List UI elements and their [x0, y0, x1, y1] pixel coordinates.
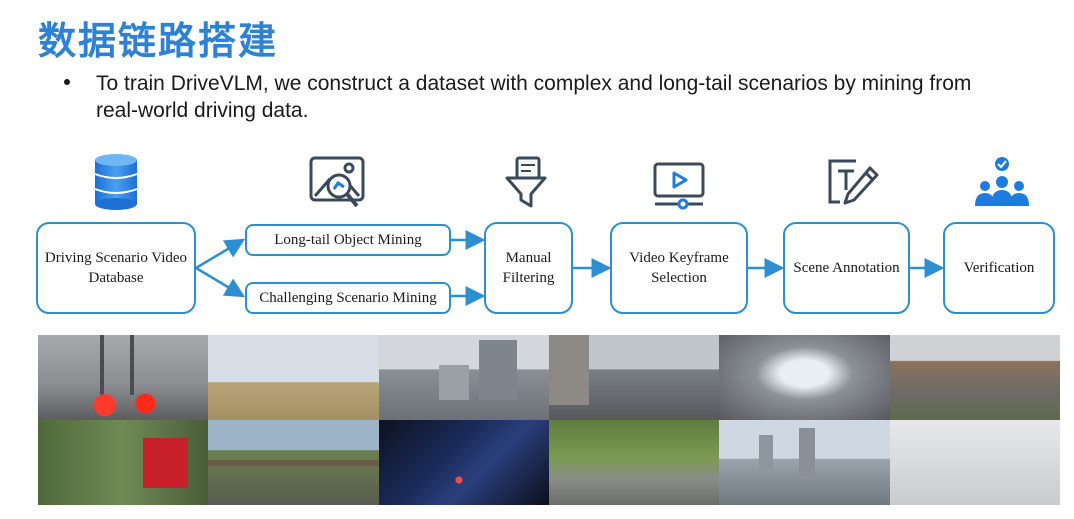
node-keyframe-selection: Video Keyframe Selection — [610, 222, 748, 314]
photo-stadium-overpass — [719, 335, 890, 420]
node-scene-annotation: Scene Annotation — [783, 222, 910, 314]
photo-city-highrises — [378, 335, 549, 420]
photo-red-truck — [38, 420, 209, 505]
node-verification: Verification — [943, 222, 1055, 314]
database-icon — [94, 154, 138, 210]
funnel-icon — [505, 156, 547, 208]
image-search-icon — [309, 156, 365, 208]
node-long-tail-mining: Long-tail Object Mining — [245, 224, 451, 256]
photo-urban-street — [548, 335, 720, 420]
slide-title: 数据链路搭建 — [38, 19, 279, 63]
bullet-dot — [64, 79, 70, 85]
text-edit-icon — [828, 159, 879, 205]
photo-skyline-highway — [719, 420, 890, 505]
photo-dry-field — [208, 335, 379, 420]
photo-rural-overpass — [208, 420, 379, 505]
scenario-photo-grid — [38, 335, 1060, 505]
photo-tree-street — [548, 420, 720, 505]
team-check-icon — [975, 157, 1029, 206]
photo-tunnel — [378, 420, 549, 505]
photo-mountain-highway — [889, 335, 1060, 420]
node-manual-filtering: Manual Filtering — [484, 222, 573, 314]
node-video-database: Driving Scenario Video Database — [36, 222, 196, 314]
photo-foggy-bridge — [38, 335, 209, 420]
bullet-text: To train DriveVLM, we construct a datase… — [96, 72, 972, 122]
video-play-icon — [653, 162, 705, 210]
node-challenging-mining: Challenging Scenario Mining — [245, 282, 451, 314]
photo-snowy-road — [889, 420, 1060, 505]
